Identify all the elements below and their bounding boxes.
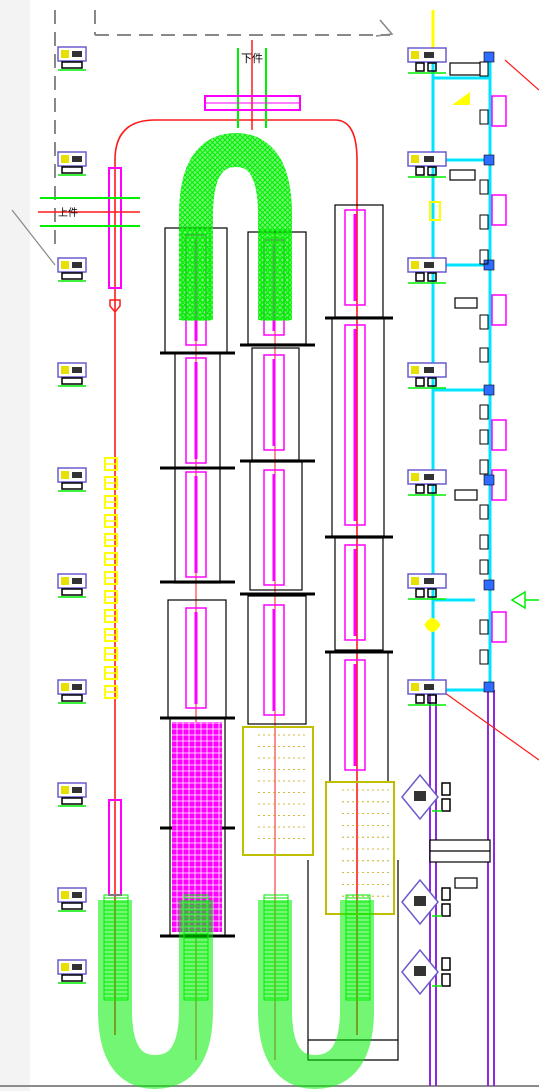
violet-piping [429, 690, 495, 1086]
tank-column-3-dividers [325, 316, 393, 654]
vertical-yellow-lettering [104, 457, 118, 699]
valve-box [479, 347, 489, 363]
olive-tank-2 [242, 726, 314, 856]
triangle-pumps [401, 773, 451, 996]
valve-boxes [479, 61, 489, 665]
station-icon [407, 679, 447, 706]
tank-rail [344, 324, 366, 526]
dashed-boundary [54, 10, 390, 250]
station-icon [57, 151, 87, 176]
boundary-diagonal [11, 209, 56, 266]
valve-box [479, 534, 489, 550]
right-station-icons [407, 47, 447, 706]
station-icon [407, 151, 447, 178]
valve-box [479, 61, 489, 77]
station-icon [57, 782, 87, 807]
station-icon [57, 467, 87, 492]
station-icon [407, 573, 447, 600]
white-blocks [429, 62, 491, 889]
tank-column-2-dividers [240, 343, 315, 596]
pump-icon [401, 948, 451, 996]
green-sweeps [98, 132, 374, 1090]
valve-box [479, 459, 489, 475]
tank-rail [263, 469, 285, 586]
green-ladders [103, 229, 371, 1001]
station-icon [57, 362, 87, 387]
red-leader-lines [444, 59, 539, 761]
tank-rail [344, 209, 366, 306]
station-icon [57, 46, 87, 71]
load-label: 上件 [58, 207, 78, 219]
station-icon [407, 362, 447, 389]
valve-box [479, 109, 489, 125]
tank-rail [263, 354, 285, 451]
unload-label: 下件 [241, 52, 263, 65]
valve-box [479, 504, 489, 520]
valve-box [479, 179, 489, 195]
boundary-arrow [375, 19, 394, 37]
station-icon [57, 573, 87, 598]
station-icon [407, 469, 447, 496]
left-station-icons [57, 46, 87, 984]
left-loading-unit [38, 197, 140, 227]
station-icon [57, 887, 87, 912]
valve-box [479, 559, 489, 575]
direction-arrow [109, 299, 121, 314]
pump-icon [401, 878, 451, 926]
station-icon [407, 47, 447, 74]
tank-rail [185, 357, 207, 464]
top-drive-unit [204, 40, 301, 130]
station-icon [57, 257, 87, 282]
green-arrow [510, 590, 539, 610]
valve-box [479, 404, 489, 420]
valve-box [479, 619, 489, 635]
valve-box [479, 249, 489, 265]
yellow-markers [424, 92, 470, 632]
side-shade [0, 0, 30, 1091]
valve-box [479, 649, 489, 665]
tank-rail [185, 607, 207, 709]
station-icon [57, 679, 87, 704]
valve-box [479, 314, 489, 330]
tank-rail [185, 471, 207, 578]
left-track-upper [108, 167, 122, 289]
valve-box [479, 429, 489, 445]
pump-icon [401, 773, 451, 821]
tank-rail [344, 544, 366, 641]
blue-valves [483, 51, 495, 693]
valve-box [479, 214, 489, 230]
conveyor-rail [114, 119, 358, 1035]
station-icon [407, 257, 447, 284]
tank-rail [263, 604, 285, 716]
station-icon [57, 959, 87, 984]
tank-rail [344, 659, 366, 771]
magenta-connectors [491, 95, 507, 643]
